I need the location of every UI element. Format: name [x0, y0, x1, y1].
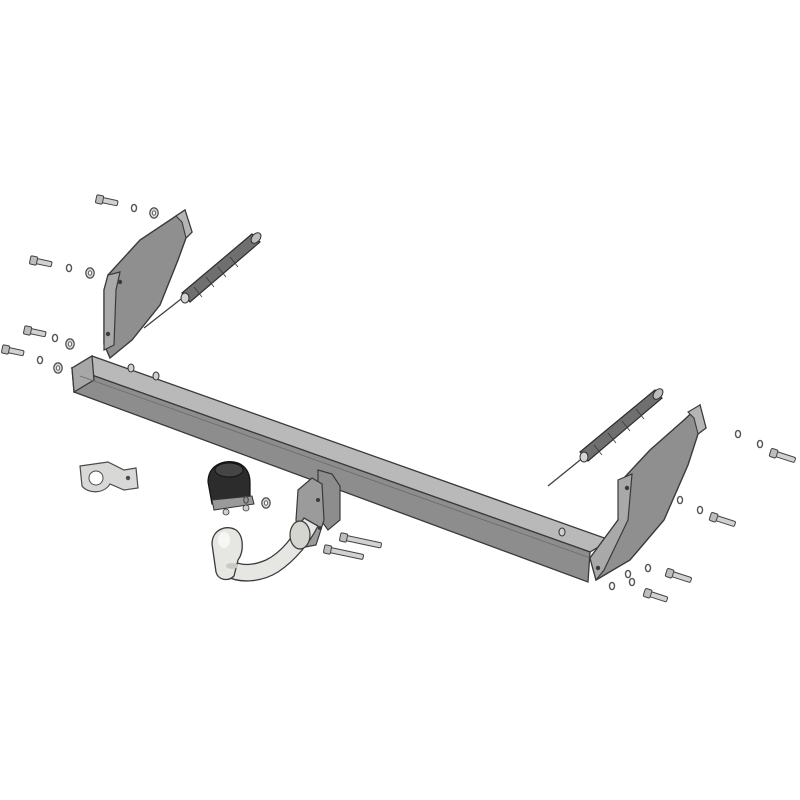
washer — [65, 263, 73, 273]
right-bracket-top-lip — [687, 404, 707, 435]
washer — [644, 563, 652, 573]
left-side-bracket — [103, 208, 193, 360]
left-strut-eye — [180, 292, 190, 304]
tow-ball-highlight — [218, 532, 230, 548]
left-bracket-hole — [117, 279, 123, 285]
bolt-head — [708, 512, 719, 523]
washer — [696, 505, 704, 515]
socket-screw — [242, 504, 250, 512]
bolt-shank — [329, 547, 365, 560]
crossbar-bolt-stub — [127, 363, 135, 373]
bolt-shank — [35, 258, 53, 268]
crossbar-bolt-stub — [152, 371, 160, 381]
right-side-bracket — [589, 403, 707, 582]
bolt-head — [29, 255, 39, 266]
socket-screw — [222, 508, 230, 516]
bolt-head — [642, 588, 653, 599]
mount-plate-hole — [318, 526, 322, 530]
left-strut-body — [181, 233, 261, 303]
right-diagonal-strut — [547, 388, 664, 487]
fastener-set — [1, 194, 796, 603]
bolt-head — [768, 448, 779, 459]
bolt-shank — [649, 591, 669, 603]
bolt — [29, 255, 53, 268]
bolt — [23, 325, 47, 338]
crossbar-end-cap-left — [71, 354, 95, 394]
left-bracket-flange — [103, 271, 121, 351]
bolt-shank — [775, 451, 796, 463]
nut-bore — [68, 341, 73, 347]
ball-neck-shadow — [226, 563, 238, 569]
socket-plate-hole — [125, 475, 131, 481]
crossbar-top-face — [70, 355, 612, 553]
bolt-shank — [101, 197, 119, 207]
right-bracket-hole — [624, 485, 630, 491]
mount-plate-hole — [316, 498, 320, 502]
bolt-head — [1, 344, 11, 355]
tow-ball-neck — [211, 517, 319, 582]
washer — [624, 569, 632, 579]
crossbar-seam — [79, 375, 597, 561]
bolt — [323, 544, 365, 560]
left-bracket-hole — [105, 331, 111, 337]
socket-mounting-plate — [79, 461, 139, 493]
crossbar-tube — [70, 354, 612, 583]
bolt-head — [95, 194, 105, 205]
washer — [628, 577, 636, 587]
bolt — [1, 344, 25, 357]
right-bracket-hole — [595, 565, 601, 571]
bolt — [339, 532, 382, 549]
bolt — [664, 568, 692, 583]
bolt-shank — [345, 535, 382, 549]
bolt-head — [323, 544, 333, 555]
washer — [243, 496, 249, 504]
bolt-shank — [7, 347, 25, 357]
washer — [51, 333, 59, 343]
bolt-shank — [29, 328, 47, 338]
socket-plate-hole — [88, 470, 104, 486]
bolt-head — [664, 568, 675, 579]
left-strut-end — [250, 232, 262, 244]
nut-bore — [88, 270, 93, 276]
washer — [130, 203, 138, 213]
bolt-head — [339, 532, 349, 543]
nut-bore — [263, 500, 268, 506]
left-diagonal-strut — [143, 232, 262, 329]
right-strut-eye — [579, 451, 589, 463]
crossbar-bolt-stub — [558, 527, 566, 537]
bolt — [642, 588, 669, 603]
washer — [734, 429, 742, 439]
socket-cap — [214, 462, 244, 478]
left-bracket-top-lip — [175, 209, 193, 240]
washer — [36, 355, 44, 365]
nut-bore — [56, 365, 61, 371]
washer — [608, 581, 616, 591]
bolt-shank — [715, 515, 736, 527]
bolt — [95, 194, 119, 207]
right-strut-end — [652, 388, 664, 400]
electrical-socket — [207, 461, 255, 516]
nut-bore — [151, 210, 156, 216]
ball-neck-joint — [289, 520, 311, 550]
right-bracket-flange — [589, 473, 633, 582]
bolt — [768, 448, 796, 463]
washer — [756, 439, 764, 449]
bolt — [708, 512, 736, 527]
bolt-shank — [671, 571, 692, 583]
bolt-head — [23, 325, 33, 336]
washer — [676, 495, 684, 505]
